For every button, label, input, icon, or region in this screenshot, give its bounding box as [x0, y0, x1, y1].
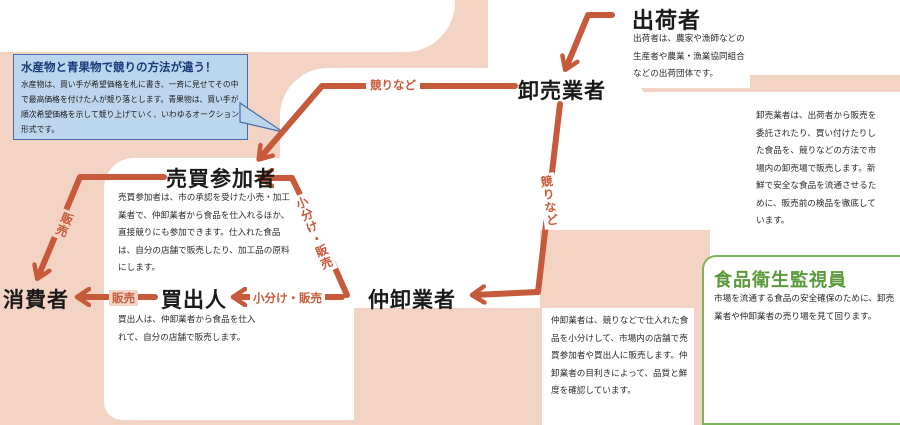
desc-inspector: 市場を流通する食品の安全確保のために、卸売業者や仲卸業者の売り場を見て回ります。 [714, 294, 895, 322]
desc-buyer-participant: 売買参加者は、市の承認を受けた小売・加工業者で、仲卸業者から食品を仕入れるほか、… [118, 193, 290, 273]
node-consumer: 消費者 [3, 288, 69, 312]
shipper-desc-white [622, 22, 750, 88]
top-left-white-region [0, 0, 455, 52]
node-intermediate: 仲卸業者 [368, 288, 456, 312]
arrow-wholesaler-to-intermediate [474, 101, 563, 295]
desc-retail-buyer: 買出人は、仲卸業者から食品を仕入れて、自分の店舗で販売します。 [118, 315, 256, 343]
edge-label-subdivide-horizontal: 小分け・販売 [250, 290, 325, 306]
callout-title: 水産物と青果物で競りの方法が違う！ [21, 60, 217, 74]
center-lower-white [330, 150, 570, 308]
node-wholesaler: 卸売業者 [518, 79, 606, 103]
node-inspector: 食品衛生監視員 [714, 270, 847, 291]
arrow-shipper-to-wholesaler [566, 12, 615, 68]
arrow-buyer-participant-to-consumer [38, 174, 167, 277]
inspector-box [702, 255, 900, 425]
node-shipper: 出荷者 [632, 9, 702, 34]
edge-label-auction-top: 競りなど [366, 77, 420, 93]
desc-shipper: 出荷者は、農家や漁師などの生産者や農業・漁業協同組合などの出荷団体です。 [633, 34, 745, 79]
edge-label-sale-horizontal: 販売 [109, 290, 138, 306]
left-white-region [104, 158, 354, 420]
auction-method-callout: 水産物と青果物で競りの方法が違う！ 水産物は、買い手が希望価格を札に書き、一斉に… [13, 54, 248, 140]
callout-body: 水産物は、買い手が希望価格を札に書き、一斉に見せてその中で最高価格を付けた人が競… [21, 80, 240, 134]
intermediate-desc-white [542, 308, 694, 425]
node-buyer-participant: 売買参加者 [166, 167, 276, 191]
desc-intermediate: 仲卸業者は、競りなどで仕入れた食品を小分けして、市場内の店舗で売買参加者や買出人… [551, 316, 689, 396]
node-retail-buyer: 買出人 [161, 288, 227, 312]
arrow-wholesaler-to-buyer-participant [260, 83, 518, 158]
desc-wholesaler: 卸売業者は、出荷者から販売を委託されたり、買い付けたりした食品を、競りなどの方法… [756, 111, 877, 226]
